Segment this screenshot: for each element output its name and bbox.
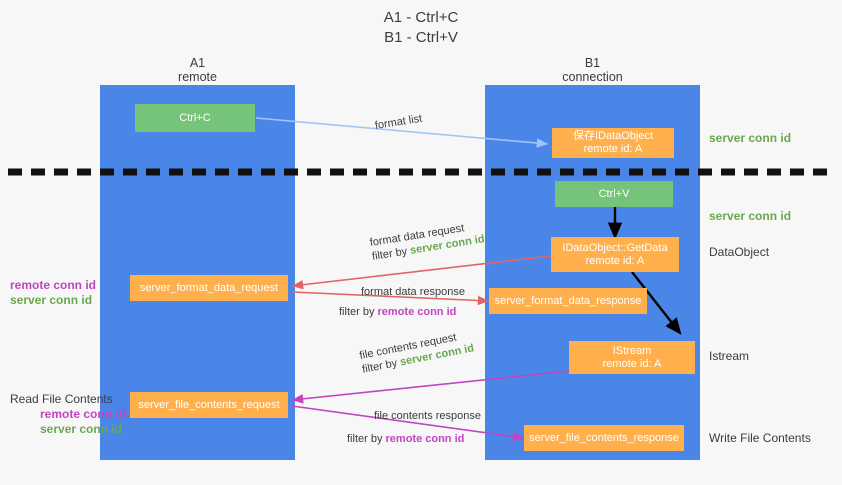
lane-a1-name: A1 [189, 56, 206, 70]
node-server-format-data-request-label: server_format_data_request [139, 281, 279, 294]
title-line-2: B1 - Ctrl+V [384, 29, 458, 46]
filter-prefix-2: filter by [339, 306, 378, 318]
node-save-idataobject[interactable]: 保存IDataObject remote id: A [552, 128, 674, 158]
node-ctrl-c-label: Ctrl+C [179, 111, 211, 124]
edge-format-data-request [291, 255, 552, 290]
edge-file-contents-response [291, 405, 525, 442]
node-ctrl-c[interactable]: Ctrl+C [135, 104, 255, 132]
label-read-file-contents-group: Read File Contents remote conn id server… [10, 392, 127, 436]
lane-header-a1: A1 remote [100, 56, 295, 84]
node-server-format-data-request[interactable]: server_format_data_request [130, 275, 288, 301]
node-getdata-title: IDataObject::GetData [562, 241, 668, 254]
lane-header-b1: B1 connection [485, 56, 700, 84]
node-idataobject-getdata[interactable]: IDataObject::GetData remote id: A [551, 237, 679, 272]
label-server-conn-id-top: server conn id [709, 131, 792, 145]
edge-label-file-contents-response: file contents response filter by remote … [347, 410, 482, 445]
edge-format-data-response [291, 291, 490, 306]
node-server-format-data-response-label: server_format_data_response [494, 294, 642, 307]
label-write-file-contents: Write File Contents [709, 431, 811, 445]
node-ctrl-v-label: Ctrl+V [598, 187, 630, 200]
node-istream-sub: remote id: A [602, 357, 662, 370]
filter-tag-2: remote conn id [377, 306, 457, 318]
node-istream[interactable]: IStream remote id: A [569, 341, 695, 374]
filter-tag-4: remote conn id [385, 433, 465, 445]
edge-file-contents-request [291, 370, 570, 404]
node-getdata-sub: remote id: A [585, 254, 645, 267]
lane-a1-sub: remote [178, 70, 217, 84]
node-server-format-data-response[interactable]: server_format_data_response [489, 288, 647, 314]
title-line-1: A1 - Ctrl+C [383, 9, 459, 26]
node-istream-title: IStream [612, 344, 652, 357]
node-server-file-contents-request[interactable]: server_file_contents_request [130, 392, 288, 418]
node-server-file-contents-response[interactable]: server_file_contents_response [524, 425, 684, 451]
page-title: A1 - Ctrl+C B1 - Ctrl+V [0, 8, 842, 48]
label-istream: Istream [709, 349, 750, 363]
node-save-idataobject-sub: remote id: A [583, 143, 643, 155]
label-dataobject: DataObject [709, 245, 770, 259]
edge-format-list [255, 117, 549, 148]
label-server-conn-id-mid: server conn id [709, 209, 792, 223]
edge-getdata-to-istream [631, 271, 682, 335]
lane-b1-sub: connection [562, 70, 623, 84]
edge-label-format-data-response: format data response filter by remote co… [339, 286, 465, 318]
node-save-idataobject-title: 保存IDataObject [572, 130, 654, 142]
lane-b1-name: B1 [584, 56, 601, 70]
node-ctrl-v[interactable]: Ctrl+V [555, 181, 673, 207]
node-server-file-contents-request-label: server_file_contents_request [138, 398, 280, 411]
label-conn-ids-upper: remote conn id server conn id [10, 278, 97, 307]
filter-prefix-4: filter by [347, 433, 386, 445]
node-server-file-contents-response-label: server_file_contents_response [529, 431, 679, 444]
